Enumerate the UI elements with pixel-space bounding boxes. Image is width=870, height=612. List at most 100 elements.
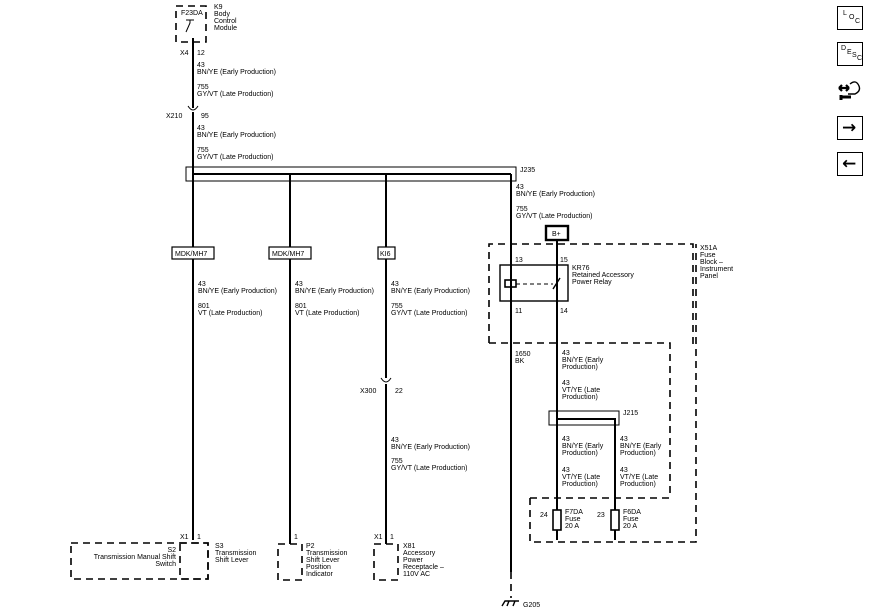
fuse-block-fuse-area (529, 244, 697, 543)
desc-letter-s: S (852, 52, 857, 59)
relay-pin-13: 13 (515, 257, 523, 264)
r2-color2-1: VT/YE (Late (562, 474, 600, 481)
j215-splice (548, 410, 620, 426)
j235-splice (185, 166, 517, 182)
relay-pin-14: 14 (560, 308, 568, 315)
gnd-wire-color: BK (515, 358, 525, 365)
x300-pin: 22 (395, 388, 403, 395)
b1-color: BN/YE (Early Production) (198, 288, 277, 295)
p2-name-3: Position (306, 564, 331, 571)
hand-arrows-icon (838, 81, 861, 100)
loc-letter-o: O (849, 14, 855, 21)
r3-num2: 43 (620, 467, 628, 474)
b2-num2: 801 (295, 303, 307, 310)
fuse-block-name-1: Fuse (700, 252, 716, 259)
s2-name-1: Transmission Manual Shift (94, 554, 176, 561)
x210-connector-symbol (187, 105, 199, 111)
b2-color2: VT (Late Production) (295, 310, 359, 317)
fuse-2-pin: 23 (597, 512, 605, 519)
w2-num: 43 (197, 125, 205, 132)
next-page-button[interactable]: → (837, 116, 863, 140)
x81-id: X81 (403, 543, 416, 550)
p2-name-1: Transmission (306, 550, 347, 557)
w1-num: 43 (197, 62, 205, 69)
relay-name-2: Power Relay (572, 279, 612, 286)
x210-label: X210 (166, 113, 182, 120)
option-label-1: MDK/MH7 (175, 251, 207, 258)
relay-switch (552, 277, 561, 290)
x300-connector-symbol (380, 377, 392, 383)
w1-color2: GY/VT (Late Production) (197, 91, 274, 98)
s3-connector: X1 (180, 534, 189, 541)
description-button[interactable]: D E S C (837, 42, 863, 66)
desc-letter-c: C (857, 55, 863, 62)
b3b-color2: GY/VT (Late Production) (391, 465, 468, 472)
fuse-2-rating: 20 A (623, 523, 637, 530)
j235-label: J235 (520, 167, 535, 174)
r1-num2: 43 (562, 380, 570, 387)
w3-num2: 755 (516, 206, 528, 213)
p2-box (277, 543, 303, 581)
r1-color2-2: Production) (562, 394, 598, 401)
b3-num: 43 (391, 281, 399, 288)
bcm-name-2: Control (214, 18, 237, 25)
previous-page-button[interactable]: ← (837, 152, 863, 176)
b3b-num: 43 (391, 437, 399, 444)
r3-color-2: Production) (620, 450, 656, 457)
fuse-block-name-4: Panel (700, 273, 718, 280)
option-box-2 (268, 246, 312, 260)
r2-num2: 43 (562, 467, 570, 474)
bcm-fuse-label: F23DA (181, 10, 203, 17)
s2-box (70, 542, 209, 580)
r2-num: 43 (562, 436, 570, 443)
fuse-1-id: F7DA (565, 509, 583, 516)
r1-num: 43 (562, 350, 570, 357)
b3-color: BN/YE (Early Production) (391, 288, 470, 295)
fuse-1-rating: 20 A (565, 523, 579, 530)
r3-color2-2: Production) (620, 481, 656, 488)
w3-num: 43 (516, 184, 524, 191)
fuse-f6da (610, 509, 620, 531)
x81-name-3: Receptacle – (403, 564, 444, 571)
bcm-id: K9 (214, 4, 223, 11)
x210-pin: 95 (201, 113, 209, 120)
bcm-switch-symbol (185, 19, 194, 33)
r1-color2-1: VT/YE (Late (562, 387, 600, 394)
s3-box (179, 542, 209, 580)
b2-num: 43 (295, 281, 303, 288)
option-box-1 (171, 246, 215, 260)
b1-num: 43 (198, 281, 206, 288)
bcm-connector: X4 (180, 50, 189, 57)
connector-view-button[interactable] (837, 78, 863, 104)
s2-id: S2 (167, 547, 176, 554)
w3-color2: GY/VT (Late Production) (516, 213, 593, 220)
s3-name-1: Transmission (215, 550, 256, 557)
s3-name-2: Shift Lever (215, 557, 249, 564)
arrow-left-icon: ← (842, 154, 857, 174)
desc-letter-d: D (841, 45, 847, 52)
relay-id: KR76 (572, 265, 590, 272)
r1-color-2: Production) (562, 364, 598, 371)
fuse-1-pin: 24 (540, 512, 548, 519)
bcm-name-3: Module (214, 25, 237, 32)
x81-name-1: Accessory (403, 550, 436, 557)
option-box-3 (377, 246, 396, 260)
w1-num2: 755 (197, 84, 209, 91)
x81-name-2: Power (403, 557, 424, 564)
fuse-block-lower-outline (489, 342, 671, 498)
r3-color2-1: VT/YE (Late (620, 474, 658, 481)
p2-name-2: Shift Lever (306, 557, 340, 564)
fuse-2-id: F6DA (623, 509, 641, 516)
j215-branch-wire (557, 418, 616, 540)
r1-color-1: BN/YE (Early (562, 357, 604, 364)
desc-letter-e: E (847, 49, 852, 56)
x81-name-4: 110V AC (403, 571, 430, 578)
p2-id: P2 (306, 543, 315, 550)
j215-label: J215 (623, 410, 638, 417)
b2-color: BN/YE (Early Production) (295, 288, 374, 295)
location-button[interactable]: L O C (837, 6, 863, 30)
ground-icon (501, 600, 519, 607)
fuse-block-id: X51A (700, 245, 717, 252)
fuse-block-name-3: Instrument (700, 266, 733, 273)
